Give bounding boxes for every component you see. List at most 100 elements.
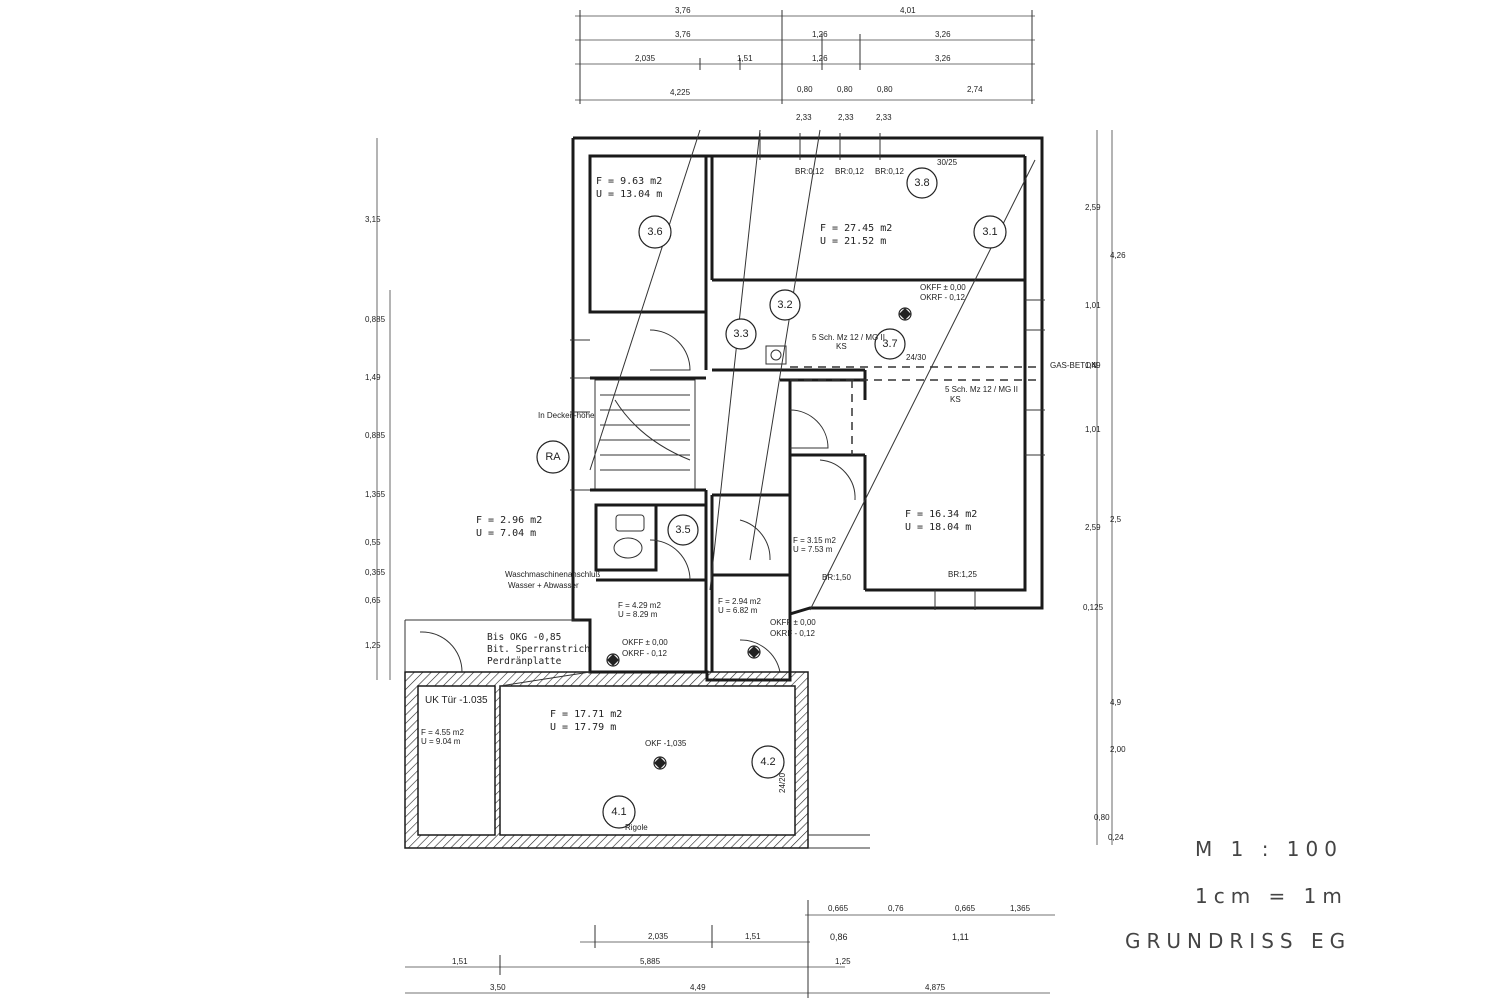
basement-walls: [404, 619, 870, 849]
staircase: [600, 394, 691, 471]
dim-left-0: 3,15: [365, 215, 381, 224]
dim-bottom-1a: 0,665: [828, 904, 849, 913]
dim-top-1a: 3,76: [675, 6, 691, 15]
dim-right-9: 2,00: [1110, 745, 1126, 754]
note-chimney-2: 5 Sch. Mz 12 / MG II: [945, 385, 1018, 394]
dim-top-3c: 1,26: [812, 54, 828, 63]
dim-right-0: 2,59: [1085, 203, 1101, 212]
scale-text: M 1 : 100: [1195, 837, 1343, 861]
dim-top-3d: 3,26: [935, 54, 951, 63]
dim-right-3: 1,49: [1085, 361, 1101, 370]
dim-top-4c: 0,80: [837, 85, 853, 94]
dim-top-5a: 2,33: [796, 113, 812, 122]
chimney-symbol: [765, 345, 787, 365]
marker-3-7: 3.7: [882, 338, 897, 350]
room-ra-area: F = 2.96 m2: [476, 515, 542, 526]
dim-bottom-4a: 3,50: [490, 983, 506, 992]
room-3-5c-perimeter: U = 7.53 m: [793, 545, 833, 554]
room-4-0-area: F = 4.55 m2: [421, 728, 464, 737]
dim-bottom-extra-2: 1,11: [952, 932, 969, 942]
marker-3-2: 3.2: [777, 299, 792, 311]
dim-right-2: 1,01: [1085, 301, 1101, 310]
dim-right-8: 4,9: [1110, 698, 1122, 707]
room-3-6-area: F = 9.63 m2: [596, 176, 662, 187]
dim-right-6: 2,5: [1110, 515, 1122, 524]
marker-3-1: 3.1: [982, 226, 997, 238]
washbasin-icon: [613, 537, 643, 559]
dim-bottom-2b: 1,51: [745, 932, 761, 941]
left-dimension-chain: 3,15 0,885 1,49 0,885 1,365 0,55 0,365 0…: [365, 138, 391, 680]
note-chimney-1b: KS: [836, 342, 847, 351]
right-dimension-chain: 2,59 4,26 1,01 1,49 1,01 2,59 2,5 0,125 …: [1083, 130, 1126, 845]
plan-title: GRUNDRISS EG: [1125, 929, 1351, 953]
marker-4-1: 4.1: [611, 806, 626, 818]
dim-left-3: 0,885: [365, 431, 386, 440]
dim-left-8: 1,25: [365, 641, 381, 650]
room-3-6-perimeter: U = 13.04 m: [596, 189, 662, 200]
marker-3-6: 3.6: [647, 226, 662, 238]
note-br-5: BR:1,25: [948, 570, 977, 579]
note-basement-3: Perdränplatte: [487, 656, 562, 667]
dim-top-3a: 2,035: [635, 54, 656, 63]
note-br-1: BR:0,12: [795, 167, 824, 176]
dim-right-4: 1,01: [1085, 425, 1101, 434]
dim-left-7: 0,65: [365, 596, 381, 605]
room-3-5a-area: F = 4.29 m2: [618, 601, 661, 610]
note-washer-2: Wasser + Abwasser: [508, 581, 579, 590]
dim-right-7: 0,125: [1083, 603, 1104, 612]
dim-top-4d: 0,80: [877, 85, 893, 94]
note-basement-2: Bit. Sperranstrich: [487, 644, 590, 655]
room-labels: F = 9.63 m2 U = 13.04 m F = 27.45 m2 U =…: [421, 176, 977, 746]
room-3-7-perimeter: U = 18.04 m: [905, 522, 971, 533]
note-okrf-mid: OKRF - 0,12: [622, 649, 667, 658]
marker-4-2: 4.2: [760, 756, 775, 768]
dim-bottom-extra-1: 0,86: [830, 932, 848, 942]
dim-bottom-3a: 1,51: [452, 957, 468, 966]
dim-right-5: 2,59: [1085, 523, 1101, 532]
dim-top-2c: 3,26: [935, 30, 951, 39]
dim-top-3b: 1,51: [737, 54, 753, 63]
dim-left-2: 1,49: [365, 373, 381, 382]
toilet-icon: [615, 514, 645, 532]
marker-3-8: 3.8: [914, 177, 929, 189]
dim-top-2a: 3,76: [675, 30, 691, 39]
room-ra-perimeter: U = 7.04 m: [476, 528, 536, 539]
marker-ra: RA: [545, 451, 561, 463]
dim-left-6: 0,365: [365, 568, 386, 577]
room-3-8-area: F = 27.45 m2: [820, 223, 892, 234]
dim-bottom-3b: 5,885: [640, 957, 661, 966]
dim-top-4b: 0,80: [797, 85, 813, 94]
note-okrf-right: OKRF - 0,12: [770, 629, 815, 638]
note-ratio-1: 30/25: [937, 158, 958, 167]
note-basement-1: Bis OKG -0,85: [487, 632, 561, 643]
note-br-3: BR:0,12: [875, 167, 904, 176]
room-3-5c-area: F = 3.15 m2: [793, 536, 836, 545]
handwritten-legend: M 1 : 100 1cm = 1m GRUNDRISS EG: [1125, 837, 1351, 953]
note-ratio-2: 24/30: [906, 353, 927, 362]
room-4-1-area: F = 17.71 m2: [550, 709, 622, 720]
room-3-5b-perimeter: U = 6.82 m: [718, 606, 758, 615]
dim-top-5c: 2,33: [876, 113, 892, 122]
dim-bottom-1b: 0,76: [888, 904, 904, 913]
bottom-dimension-chains: 0,665 0,76 0,665 1,365 0,86 1,11 2,035 1…: [405, 900, 1055, 998]
dim-left-4: 1,365: [365, 490, 386, 499]
dim-left-1: 0,885: [365, 315, 386, 324]
note-okff-right: OKFF ± 0,00: [770, 618, 816, 627]
dim-right-10: 0,80: [1094, 813, 1110, 822]
top-dimension-chains: 3,76 4,01 3,76 1,26 3,26 2,035 1,51 1,26…: [575, 6, 1035, 122]
note-okrf-top: OKRF - 0,12: [920, 293, 965, 302]
note-br-2: BR:0,12: [835, 167, 864, 176]
dim-top-4a: 4,225: [670, 88, 691, 97]
dim-right-1: 4,26: [1110, 251, 1126, 260]
dim-right-11: 0,24: [1108, 833, 1124, 842]
dim-bottom-4c: 4,875: [925, 983, 946, 992]
note-uk-tuer: UK Tür -1.035: [425, 695, 488, 706]
dim-bottom-3c: 1,25: [835, 957, 851, 966]
dim-left-5: 0,55: [365, 538, 381, 547]
dim-bottom-2a: 2,035: [648, 932, 669, 941]
marker-3-3: 3.3: [733, 328, 748, 340]
note-washer-1: Waschmaschinenanschluß: [505, 570, 600, 579]
dim-top-4e: 2,74: [967, 85, 983, 94]
note-okf-basement: OKF -1,035: [645, 739, 687, 748]
